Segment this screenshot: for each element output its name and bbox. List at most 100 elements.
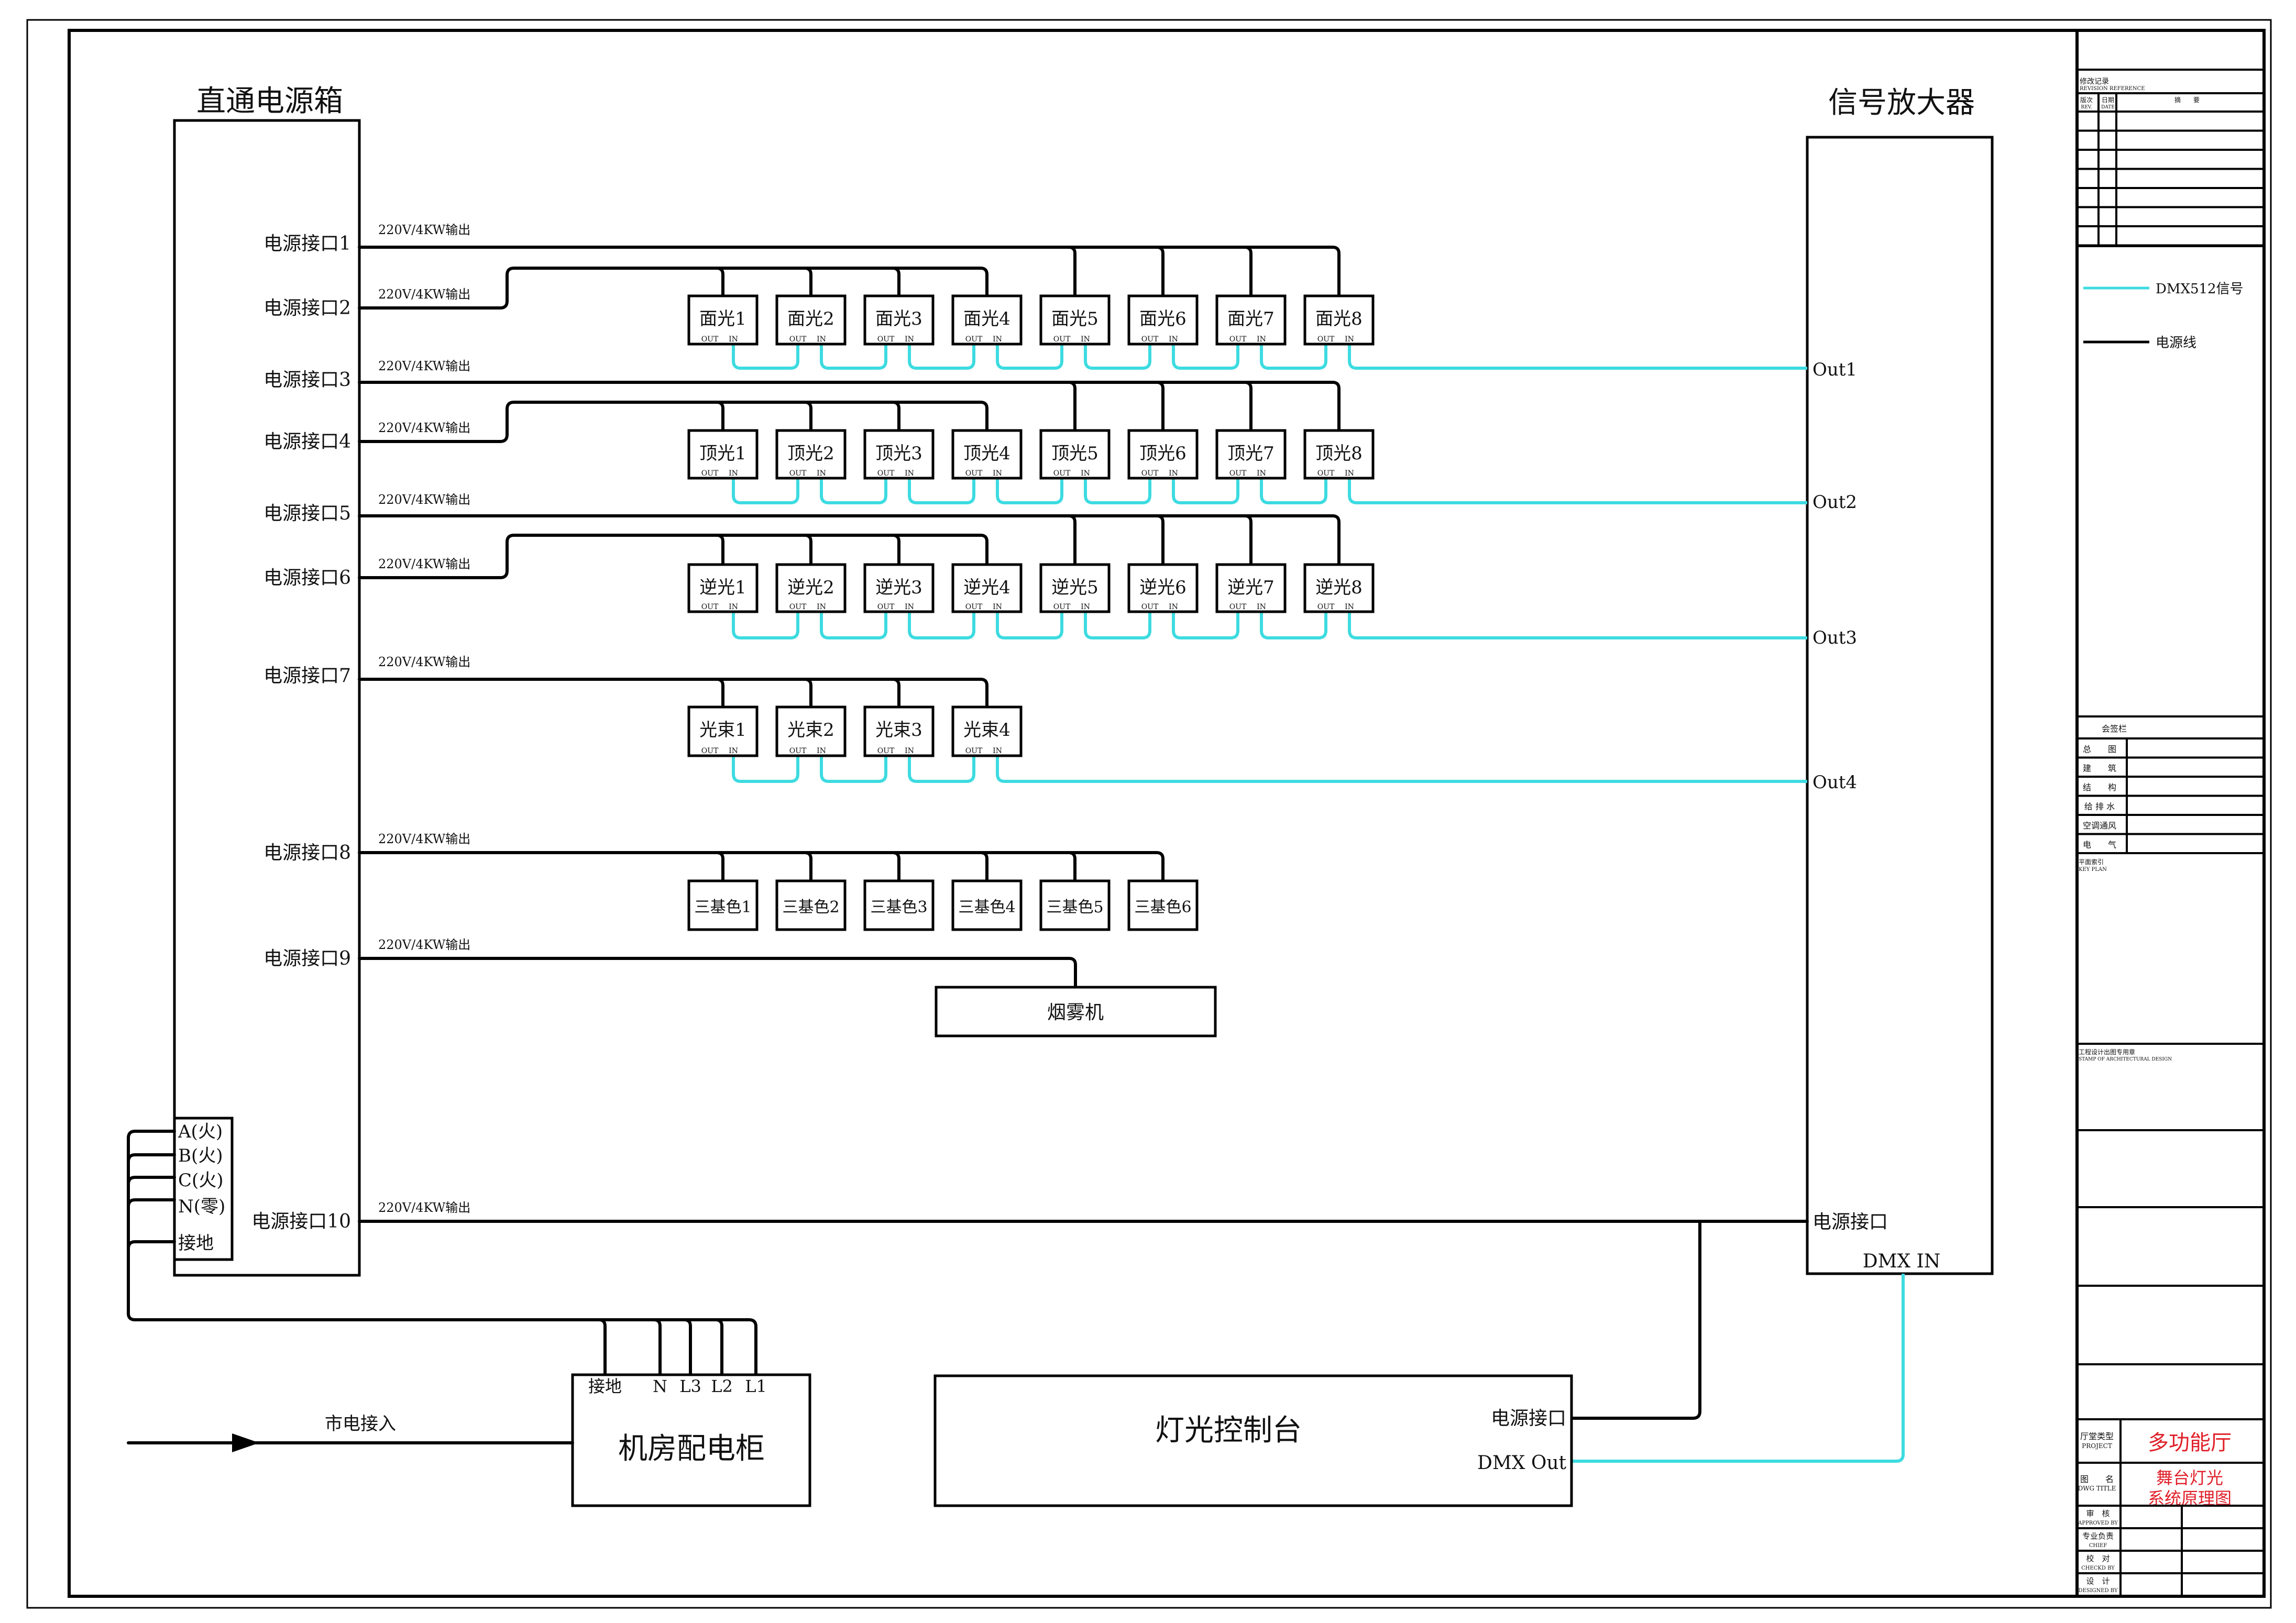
fixture-out-port: OUT: [1141, 603, 1159, 611]
revision-col-rev-en: REV.: [2081, 105, 2092, 110]
rgb-fixture[interactable]: 三基色1: [687, 879, 759, 931]
power-output-label: 220V/4KW输出: [378, 359, 470, 373]
fixture-box[interactable]: [1215, 563, 1287, 613]
fixture-box[interactable]: [1215, 429, 1287, 480]
fixture-box[interactable]: [1127, 294, 1199, 346]
fixture-in-port: IN: [1169, 603, 1178, 611]
fixture-box[interactable]: [687, 705, 759, 757]
power-line: [358, 678, 988, 709]
rgb-fixture-label: 三基色6: [1134, 898, 1191, 917]
signal-amplifier[interactable]: [1806, 136, 1994, 1275]
fixture-box[interactable]: [687, 429, 759, 480]
drawing-title-label-en: DWG TITLE: [2078, 1485, 2116, 1492]
dmx-link: [732, 478, 799, 504]
rgb-fixture-box[interactable]: [1127, 879, 1199, 931]
fixture-box[interactable]: [1039, 563, 1111, 613]
rgb-fixture-box[interactable]: [687, 879, 759, 931]
fixture-box[interactable]: [1039, 429, 1111, 480]
rgb-fixture[interactable]: 三基色5: [1039, 879, 1111, 931]
rgb-fixture-label: 三基色2: [782, 898, 839, 917]
supply-wire: [127, 1130, 176, 1315]
fixture-box[interactable]: [863, 294, 935, 346]
rgb-fixture[interactable]: 三基色4: [951, 879, 1023, 931]
fixture-box[interactable]: [775, 429, 847, 480]
title-block: 修改记录 REVISION REFERENCE 版次 REV. 日期 DATE …: [2077, 69, 2266, 1596]
fixture-box[interactable]: [951, 294, 1023, 346]
revision-col-date: 日期: [2102, 96, 2114, 104]
fixture-label: 逆光3: [875, 577, 922, 598]
fixture-box[interactable]: [775, 294, 847, 346]
fixture-box[interactable]: [1039, 294, 1111, 346]
power-port-label: 电源接口5: [263, 503, 351, 524]
fixture-box[interactable]: [951, 429, 1023, 480]
fixture-in-port: IN: [993, 603, 1002, 611]
power-line: [358, 851, 1165, 882]
rgb-fixture[interactable]: 三基色3: [863, 879, 935, 931]
rgb-fixture-box[interactable]: [863, 879, 935, 931]
fixture-box[interactable]: [951, 563, 1023, 613]
fixture-box[interactable]: [1215, 294, 1287, 346]
power-output-label: 220V/4KW输出: [378, 223, 470, 237]
power-box[interactable]: [173, 119, 361, 1277]
fixture-box[interactable]: [687, 294, 759, 346]
countersign-row: 建 筑: [2083, 764, 2116, 774]
fixture-box[interactable]: [1303, 294, 1375, 346]
fixture-box[interactable]: [1303, 429, 1375, 480]
fixture-box[interactable]: [1303, 563, 1375, 613]
distribution-cabinet[interactable]: [571, 1373, 811, 1507]
revision-col-summary: 摘 要: [2174, 96, 2200, 104]
fixture-box[interactable]: [775, 705, 847, 757]
rgb-fixture-label: 三基色4: [958, 898, 1015, 917]
fixture-out-port: OUT: [701, 335, 719, 344]
fixture-box[interactable]: [775, 563, 847, 613]
fixture-box[interactable]: [951, 705, 1023, 757]
lighting-console-title: 灯光控制台: [1155, 1414, 1302, 1448]
signoff-label-en: CHECKD BY: [2081, 1565, 2115, 1571]
lighting-console[interactable]: [933, 1374, 1573, 1507]
fixture-box[interactable]: [1127, 429, 1199, 480]
dmx-link: [820, 612, 887, 639]
stamp-title-en: STAMP OF ARCHITECTURAL DESIGN: [2079, 1057, 2172, 1062]
fixture-box[interactable]: [863, 705, 935, 757]
rgb-fixture[interactable]: 三基色2: [775, 879, 847, 931]
rgb-fixture-box[interactable]: [775, 879, 847, 931]
rgb-fixture-box[interactable]: [1039, 879, 1111, 931]
fog-machine[interactable]: [935, 986, 1217, 1037]
fixture-box[interactable]: [863, 563, 935, 613]
rgb-fixture-box[interactable]: [951, 879, 1023, 931]
fixture-box[interactable]: [863, 429, 935, 480]
sheet-border: [26, 19, 2272, 1609]
console-power-port: 电源接口: [1491, 1408, 1566, 1429]
rgb-fixture[interactable]: 三基色6: [1127, 879, 1199, 931]
fixture-box[interactable]: [687, 563, 759, 613]
fixture-box[interactable]: [1127, 563, 1199, 613]
